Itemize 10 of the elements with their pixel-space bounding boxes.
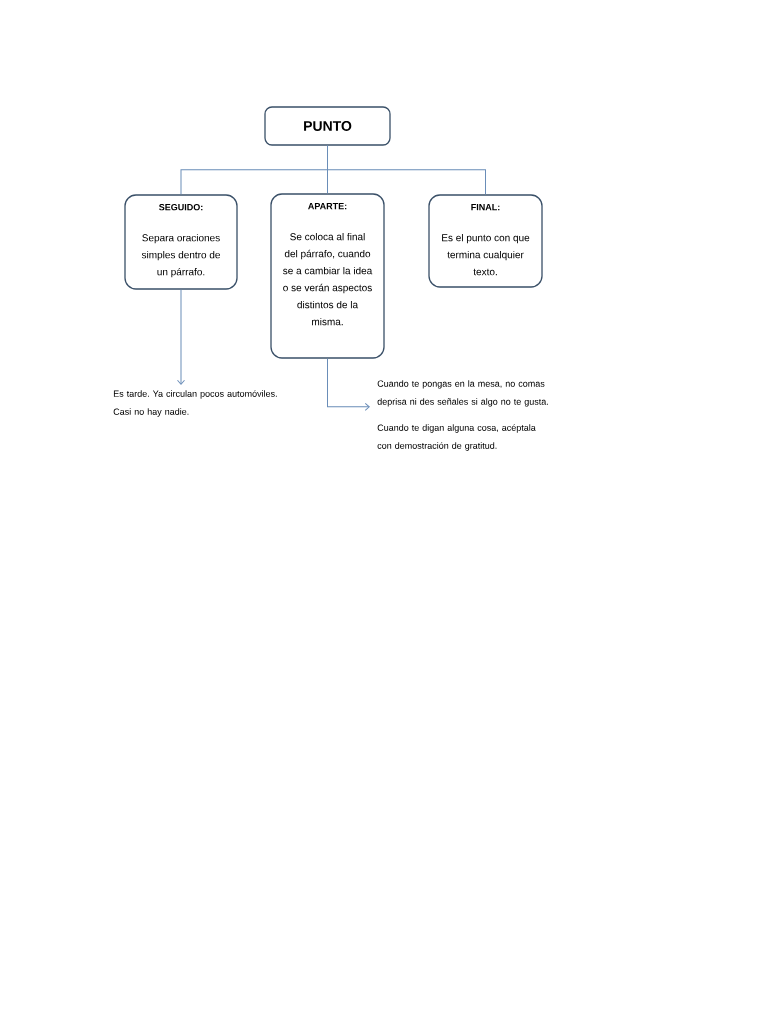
example-text: Cuando te digan alguna cosa, acéptala con demostración de gratitud. bbox=[377, 424, 536, 451]
connector-line bbox=[327, 145, 486, 195]
arrow bbox=[327, 358, 370, 411]
definition-box: APARTE: Se coloca al final del párrafo, cuando se a cambiar la idea o se verán aspectos distintos de la misma. bbox=[270, 193, 385, 359]
example-text: Es tarde. Ya circulan pocos automóviles. Casi no hay nadie. bbox=[113, 390, 277, 417]
definition-box: SEGUIDO: Separa oraciones simples dentro de un párrafo. bbox=[124, 194, 238, 290]
example-text: Cuando te pongas en la mesa, no comas deprisa ni des señales si algo no te gusta. bbox=[377, 380, 548, 407]
title-box: PUNTO bbox=[264, 106, 391, 146]
definition-box: FINAL: Es el punto con que termina cualquier texto. bbox=[428, 194, 543, 288]
arrow bbox=[177, 289, 185, 385]
